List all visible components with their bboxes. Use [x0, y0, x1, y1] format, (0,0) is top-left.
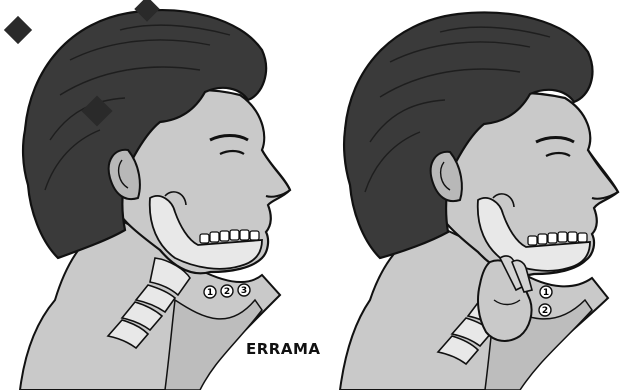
- caption-label: ERRAMA: [246, 340, 321, 358]
- left-marker-1: 1: [207, 288, 213, 298]
- left-figure: 1 2 3: [20, 10, 290, 390]
- right-marker-1: 1: [543, 288, 549, 298]
- right-figure: 1 2: [340, 13, 618, 390]
- right-marker-2: 2: [542, 306, 548, 316]
- left-marker-2: 2: [224, 287, 230, 297]
- left-marker-3: 3: [241, 286, 247, 296]
- left-markers: 1 2 3: [204, 284, 250, 298]
- diamond-icon: [4, 16, 32, 44]
